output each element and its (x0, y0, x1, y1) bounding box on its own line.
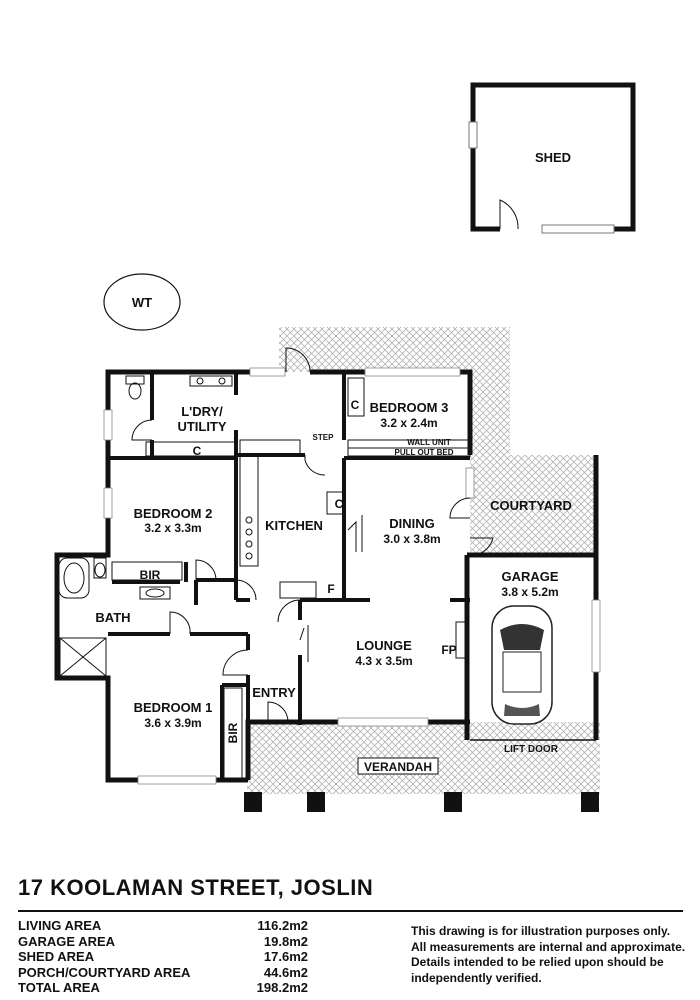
door-swings (131, 347, 494, 723)
label-bedroom3-dims: 3.2 x 2.4m (380, 416, 437, 430)
label-verandah: VERANDAH (364, 760, 432, 774)
label-laundry-1: L'DRY/ (181, 404, 223, 419)
area-row-shed: SHED AREA 17.6m2 (18, 949, 308, 965)
label-wall-unit: WALL UNIT (407, 438, 451, 447)
area-label: PORCH/COURTYARD AREA (18, 964, 191, 980)
label-bir-bed1: BIR (226, 722, 240, 743)
area-value: 44.6m2 (263, 964, 308, 980)
car-icon (491, 605, 553, 725)
label-fireplace: FP (441, 643, 456, 657)
area-row-living: LIVING AREA 116.2m2 (18, 918, 308, 934)
label-bath: BATH (95, 610, 130, 625)
label-fridge: F (327, 582, 334, 596)
label-garage-dims: 3.8 x 5.2m (501, 585, 558, 599)
label-garage-name: GARAGE (501, 569, 558, 584)
property-address: 17 KOOLAMAN STREET, JOSLIN (18, 875, 374, 900)
disclaimer: This drawing is for illustration purpose… (411, 924, 696, 986)
label-dining-name: DINING (389, 516, 435, 531)
label-lounge-dims: 4.3 x 3.5m (355, 654, 412, 668)
area-value: 198.2m2 (256, 980, 308, 995)
shed-outline (470, 82, 636, 232)
label-cupboard-laundry: C (193, 444, 202, 458)
label-courtyard: COURTYARD (490, 498, 572, 513)
area-label: SHED AREA (18, 949, 95, 964)
area-value: 116.2m2 (257, 918, 308, 933)
label-wt: WT (132, 295, 152, 310)
interior-walls (108, 372, 470, 780)
label-kitchen: KITCHEN (265, 518, 323, 533)
label-pull-out-bed: PULL OUT BED (395, 448, 454, 457)
label-bedroom3-name: BEDROOM 3 (370, 400, 449, 415)
label-cupboard-bed3: C (351, 398, 360, 412)
area-value: 17.6m2 (263, 949, 308, 964)
area-label: TOTAL AREA (18, 980, 100, 995)
label-bedroom2-name: BEDROOM 2 (134, 506, 213, 521)
label-bedroom1-name: BEDROOM 1 (134, 700, 213, 715)
area-summary: LIVING AREA 116.2m2 GARAGE AREA 19.8m2 S… (18, 918, 308, 996)
shed-door-swing (499, 199, 519, 230)
area-row-porch: PORCH/COURTYARD AREA 44.6m2 (18, 965, 308, 981)
label-bedroom2-dims: 3.2 x 3.3m (144, 521, 201, 535)
floor-plan: SHED WT L'DRY/ UTILITY C BEDROOM 3 3.2 x… (54, 82, 636, 812)
label-cupboard-kitchen: C (335, 497, 344, 511)
disclaimer-line: independently verified. (411, 970, 542, 985)
area-value: 19.8m2 (263, 933, 308, 949)
disclaimer-line: This drawing is for illustration purpose… (411, 924, 671, 938)
windows (103, 367, 601, 785)
verandah-posts (244, 792, 599, 812)
label-step: STEP (313, 433, 335, 442)
verandah-label-box (357, 757, 439, 775)
label-laundry-2: UTILITY (177, 419, 226, 434)
area-label: LIVING AREA (18, 918, 102, 933)
label-dining-dims: 3.0 x 3.8m (383, 532, 440, 546)
disclaimer-line: All measurements are internal and approx… (411, 939, 686, 954)
label-lift-door: LIFT DOOR (504, 744, 559, 755)
divider (18, 910, 683, 912)
shed-windows (468, 121, 615, 234)
area-row-garage: GARAGE AREA 19.8m2 (18, 934, 308, 950)
label-bedroom1-dims: 3.6 x 3.9m (144, 716, 201, 730)
label-shed: SHED (535, 150, 571, 165)
water-tank (103, 273, 181, 331)
area-row-total: TOTAL AREA 198.2m2 (18, 980, 308, 996)
fixtures (58, 375, 471, 779)
label-bir-bed2: BIR (140, 568, 161, 582)
area-label: GARAGE AREA (18, 933, 116, 949)
disclaimer-line: Details intended to be relied upon shoul… (411, 955, 664, 969)
label-lounge-name: LOUNGE (356, 638, 412, 653)
label-entry: ENTRY (252, 685, 296, 700)
